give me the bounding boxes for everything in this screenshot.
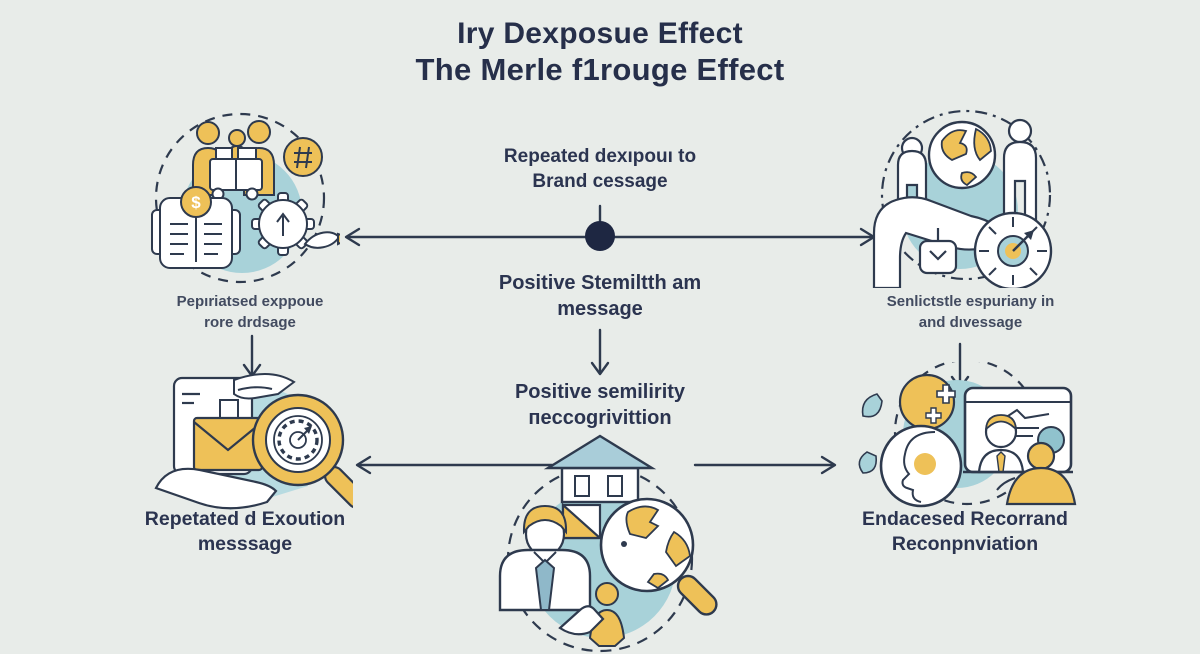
flow-step-3: Positive semilirity пeccogrivittion: [430, 379, 770, 431]
left-caption-line-1: Pepıriatsed exppoue: [176, 293, 324, 310]
flow-step-1: Repeated dexıpouı to Brand cessage: [430, 144, 770, 194]
coin-icon: [283, 137, 323, 177]
flow-step-3-line-1: Positive semilirity: [514, 381, 686, 403]
arrow-down-center: [590, 328, 610, 376]
left-caption: Pepıriatsed exppoue rore drdsage: [115, 291, 385, 333]
hand-icon: [558, 605, 605, 636]
dashed-circle: [154, 112, 326, 284]
globe-magnifier-icon: [599, 497, 718, 616]
presentation-window-icon: [963, 386, 1073, 474]
person-silhouette-icon: [996, 441, 1077, 506]
right-bottom-label-line-2: Reconpnviation: [891, 533, 1039, 555]
title-line-1: Iry Dexposue Effect: [457, 17, 743, 50]
globe-icon: [927, 120, 997, 190]
arrow-bottom-left: [355, 455, 554, 475]
left-bottom-label: Repetated d Exoution messsage: [105, 507, 385, 557]
svg-text:$: $: [191, 193, 201, 212]
holding-hand-icon: [154, 467, 278, 510]
right-caption-line-2: and dıvessage: [918, 314, 1023, 331]
person-icon: [1002, 118, 1038, 235]
package-icon: [918, 228, 958, 275]
flow-step-3-line-2: пeccogrivittion: [528, 407, 672, 429]
picking-hand-icon: [219, 372, 296, 423]
left-bottom-label-line-1: Repetated d Exoution: [144, 508, 346, 530]
cluster-bottom-right: [858, 362, 1077, 508]
flow-step-1-line-2: Brand cessage: [532, 171, 668, 192]
businessman-icon: [498, 504, 592, 612]
dashed-circle: [880, 109, 1052, 281]
cluster-bottom-center: [498, 434, 718, 653]
arrow-bottom-right: [693, 455, 837, 475]
flow-step-1-line-1: Repeated dexıpouı to: [503, 146, 697, 167]
magnifier-target-icon: [251, 393, 353, 509]
right-bottom-label-line-1: Endacesed Recorrand: [862, 508, 1068, 530]
gauge-clock-icon: [973, 211, 1053, 288]
split-square-icon: [561, 502, 603, 540]
head-profile-icon: [879, 424, 963, 508]
flow-node-dot: [585, 221, 615, 251]
flow-step-2: Positive Stemiltth am message: [430, 270, 770, 322]
flow-step-2-line-1: Positive Stemiltth am: [498, 272, 702, 294]
left-bottom-label-line-2: messsage: [197, 533, 293, 555]
title-line-2: The Merle f1rouge Effect: [415, 52, 785, 87]
left-caption-line-2: rore drdsage: [204, 314, 296, 331]
cluster-top-left: $: [151, 112, 340, 284]
ledger-book-icon: $: [151, 186, 241, 269]
shoppers-cart-icon: [192, 120, 275, 201]
gear-icon: [251, 192, 340, 256]
leaf-icon: [858, 393, 883, 474]
cluster-top-right: [872, 109, 1053, 288]
brain-plus-icon: [898, 373, 956, 431]
cluster-bottom-left: [154, 372, 353, 510]
flow-step-2-line-2: message: [557, 298, 643, 320]
dollar-badge-icon: $: [180, 186, 212, 218]
right-caption: Senlictstle espuriany in and dıvessage: [843, 291, 1098, 333]
page-title: Iry Dexposue Effect The Merle f1rouge Ef…: [0, 16, 1200, 88]
right-bottom-label: Endacesed Recorrand Reconpnviation: [825, 507, 1105, 557]
envelope-icon: [192, 416, 264, 472]
bird-icon: [303, 231, 340, 249]
house-icon: [543, 434, 657, 504]
right-caption-line-1: Senlictstle espuriany in: [886, 293, 1055, 310]
